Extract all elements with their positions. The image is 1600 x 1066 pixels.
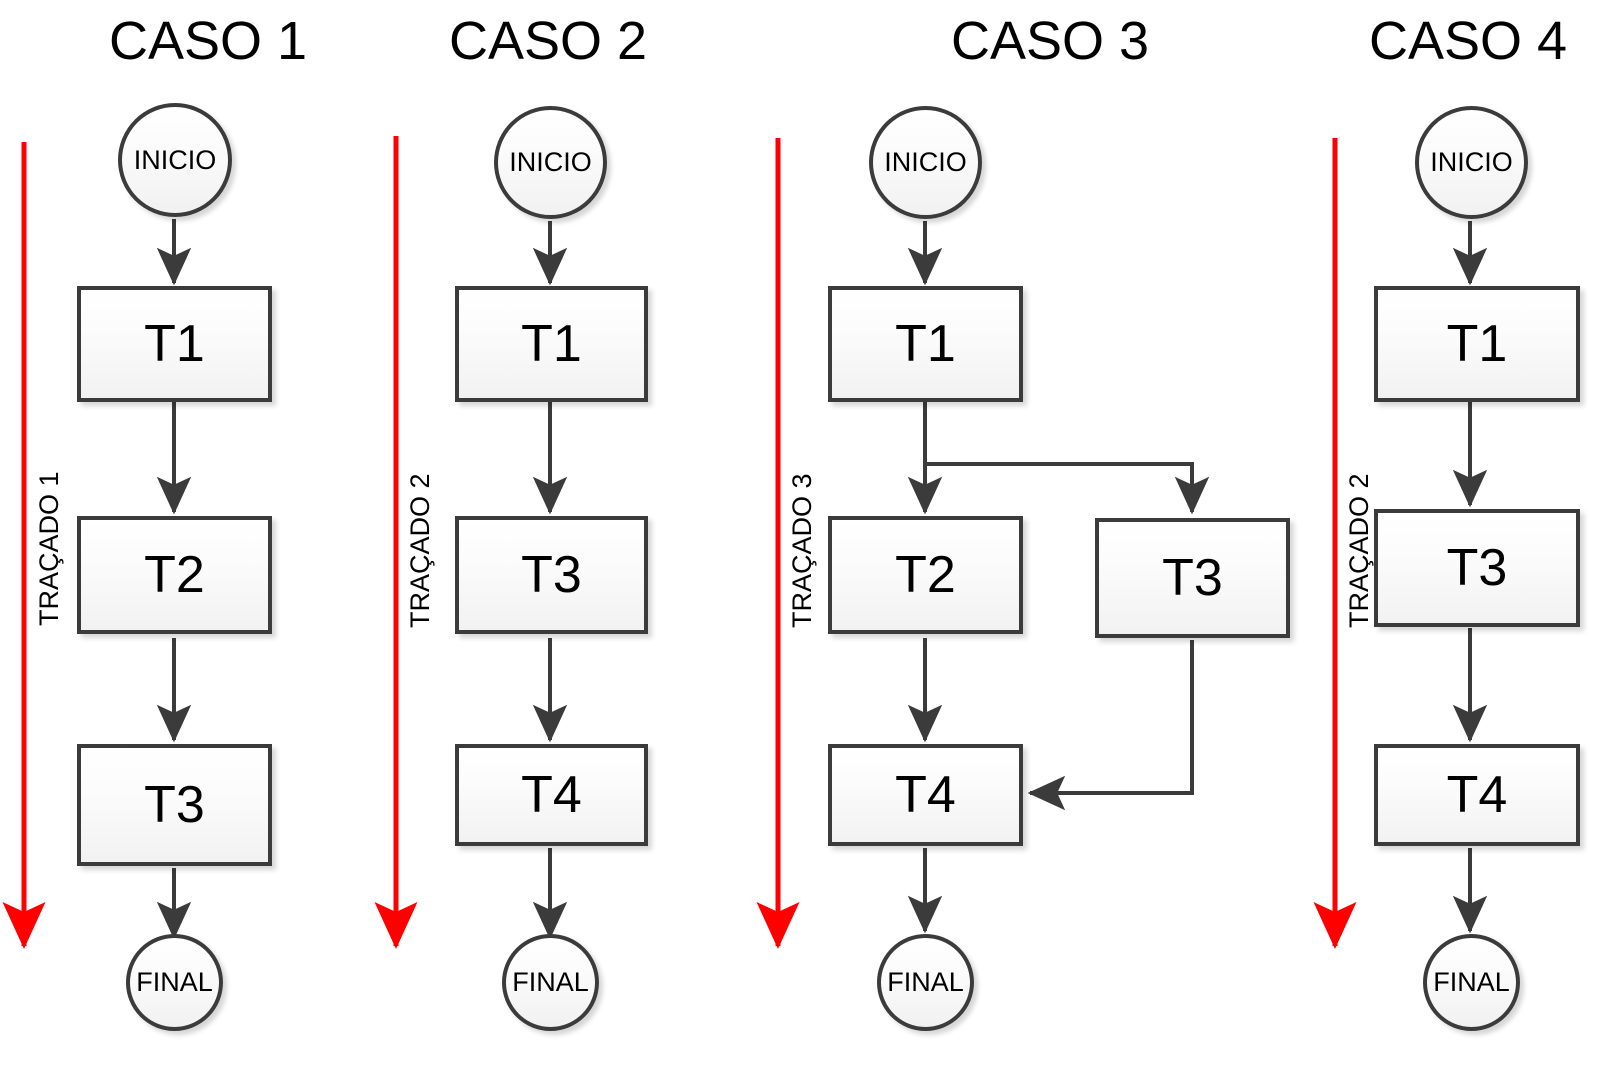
node-label: FINAL	[887, 967, 964, 997]
node-label: T2	[895, 546, 956, 604]
node-inicio-case-4[interactable]: INICIO	[1415, 106, 1528, 219]
node-t2-case-1[interactable]: T2	[77, 516, 272, 634]
node-final-case-2[interactable]: FINAL	[502, 934, 599, 1031]
node-label: FINAL	[136, 967, 213, 997]
node-t1-case-3[interactable]: T1	[828, 286, 1023, 402]
node-t4-case-3[interactable]: T4	[828, 744, 1023, 846]
node-label: T3	[1446, 539, 1508, 597]
node-label: T3	[144, 776, 205, 834]
node-label: T1	[144, 315, 205, 373]
case-title-4: CASO 4	[1368, 11, 1568, 71]
node-t4-case-4[interactable]: T4	[1374, 744, 1580, 846]
node-label: FINAL	[1433, 967, 1510, 997]
node-t1-case-2[interactable]: T1	[455, 286, 648, 402]
node-label: FINAL	[512, 967, 589, 997]
node-t3-case-3[interactable]: T3	[1095, 518, 1290, 638]
node-t3-case-4[interactable]: T3	[1374, 509, 1580, 627]
trace-label-2: TRAÇADO 2	[405, 473, 435, 628]
node-label: INICIO	[884, 147, 967, 177]
node-final-case-4[interactable]: FINAL	[1423, 934, 1520, 1031]
node-label: T1	[521, 315, 582, 373]
node-inicio-case-3[interactable]: INICIO	[869, 106, 982, 219]
node-inicio-case-2[interactable]: INICIO	[494, 106, 607, 219]
node-label: INICIO	[1430, 147, 1513, 177]
case-title-3: CASO 3	[950, 11, 1150, 71]
node-label: T1	[895, 315, 956, 373]
trace-label-1: TRAÇADO 1	[34, 471, 64, 626]
node-label: INICIO	[509, 147, 592, 177]
node-label: T4	[895, 766, 956, 824]
node-final-case-3[interactable]: FINAL	[877, 934, 974, 1031]
node-inicio-case-1[interactable]: INICIO	[118, 103, 232, 217]
node-t3-case-1[interactable]: T3	[77, 744, 272, 866]
node-label: T1	[1446, 315, 1508, 373]
node-label: INICIO	[133, 144, 217, 175]
node-t3-case-2[interactable]: T3	[455, 516, 648, 634]
case-title-2: CASO 2	[448, 11, 648, 71]
node-t1-case-1[interactable]: T1	[77, 286, 272, 402]
trace-label-3: TRAÇADO 3	[787, 473, 817, 628]
node-t2-case-3[interactable]: T2	[828, 516, 1023, 634]
node-label: T4	[1446, 766, 1508, 824]
trace-label-4: TRAÇADO 2	[1344, 473, 1374, 628]
node-final-case-1[interactable]: FINAL	[126, 934, 223, 1031]
node-label: T3	[521, 546, 582, 604]
case-title-1: CASO 1	[108, 11, 308, 71]
node-label: T4	[521, 766, 582, 824]
node-t4-case-2[interactable]: T4	[455, 744, 648, 846]
node-t1-case-4[interactable]: T1	[1374, 286, 1580, 402]
node-label: T3	[1162, 549, 1223, 607]
node-label: T2	[144, 546, 205, 604]
